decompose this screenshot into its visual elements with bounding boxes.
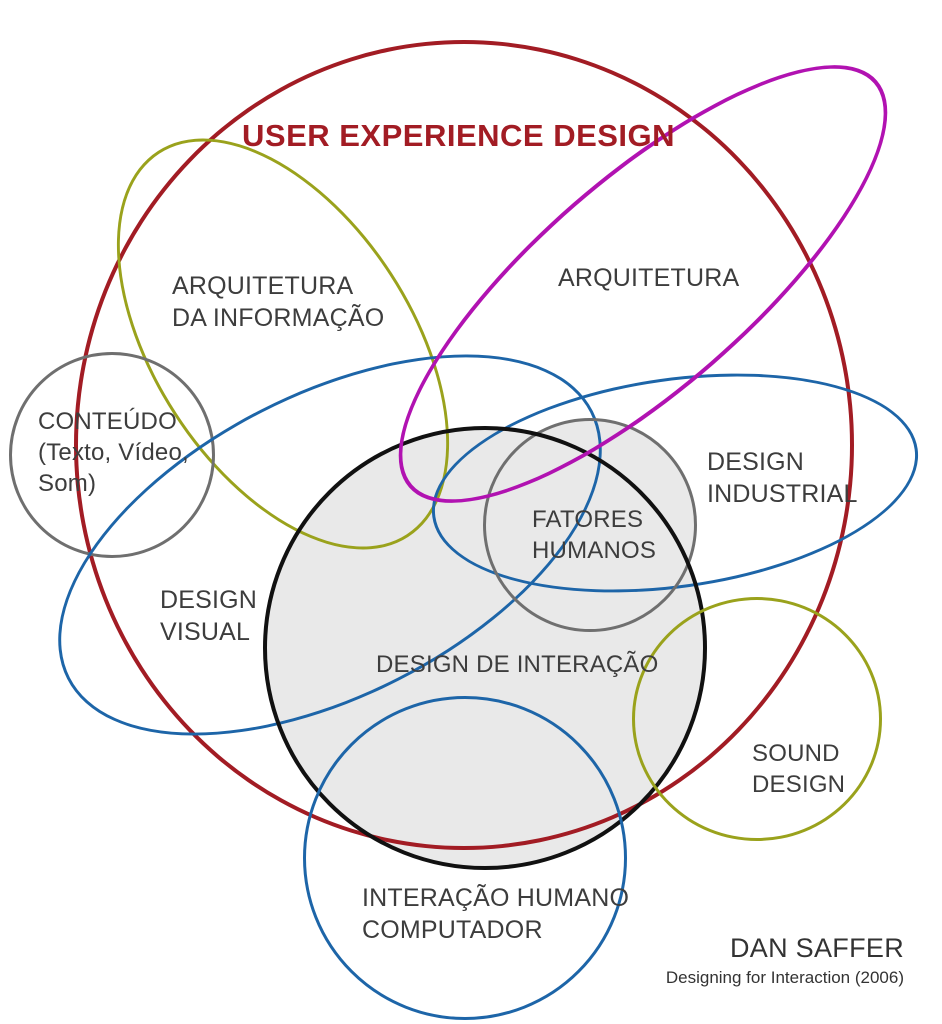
label-content: CONTEÚDO (Texto, Vídeo, Som)	[38, 408, 189, 497]
content-circle	[9, 352, 215, 558]
label-hci: INTERAÇÃO HUMANO COMPUTADOR	[362, 884, 630, 944]
label-interaction-design: DESIGN DE INTERAÇÃO	[376, 651, 659, 678]
label-visual-design: DESIGN VISUAL	[160, 586, 258, 646]
label-architecture: ARQUITETURA	[558, 264, 740, 292]
hci-circle	[303, 696, 627, 1020]
diagram-title: USER EXPERIENCE DESIGN	[242, 118, 676, 153]
sound-design-circle	[632, 597, 882, 841]
label-sound-design: SOUND DESIGN	[752, 740, 846, 798]
label-industrial-design: DESIGN INDUSTRIAL	[707, 448, 858, 508]
attribution-author: DAN SAFFER	[729, 933, 904, 963]
label-human-factors: FATORES HUMANOS	[532, 506, 657, 564]
label-information-architecture: ARQUITETURA DA INFORMAÇÃO	[172, 272, 385, 332]
attribution: DAN SAFFER Designing for Interaction (20…	[666, 932, 904, 990]
attribution-source: Designing for Interaction (2006)	[665, 968, 904, 987]
